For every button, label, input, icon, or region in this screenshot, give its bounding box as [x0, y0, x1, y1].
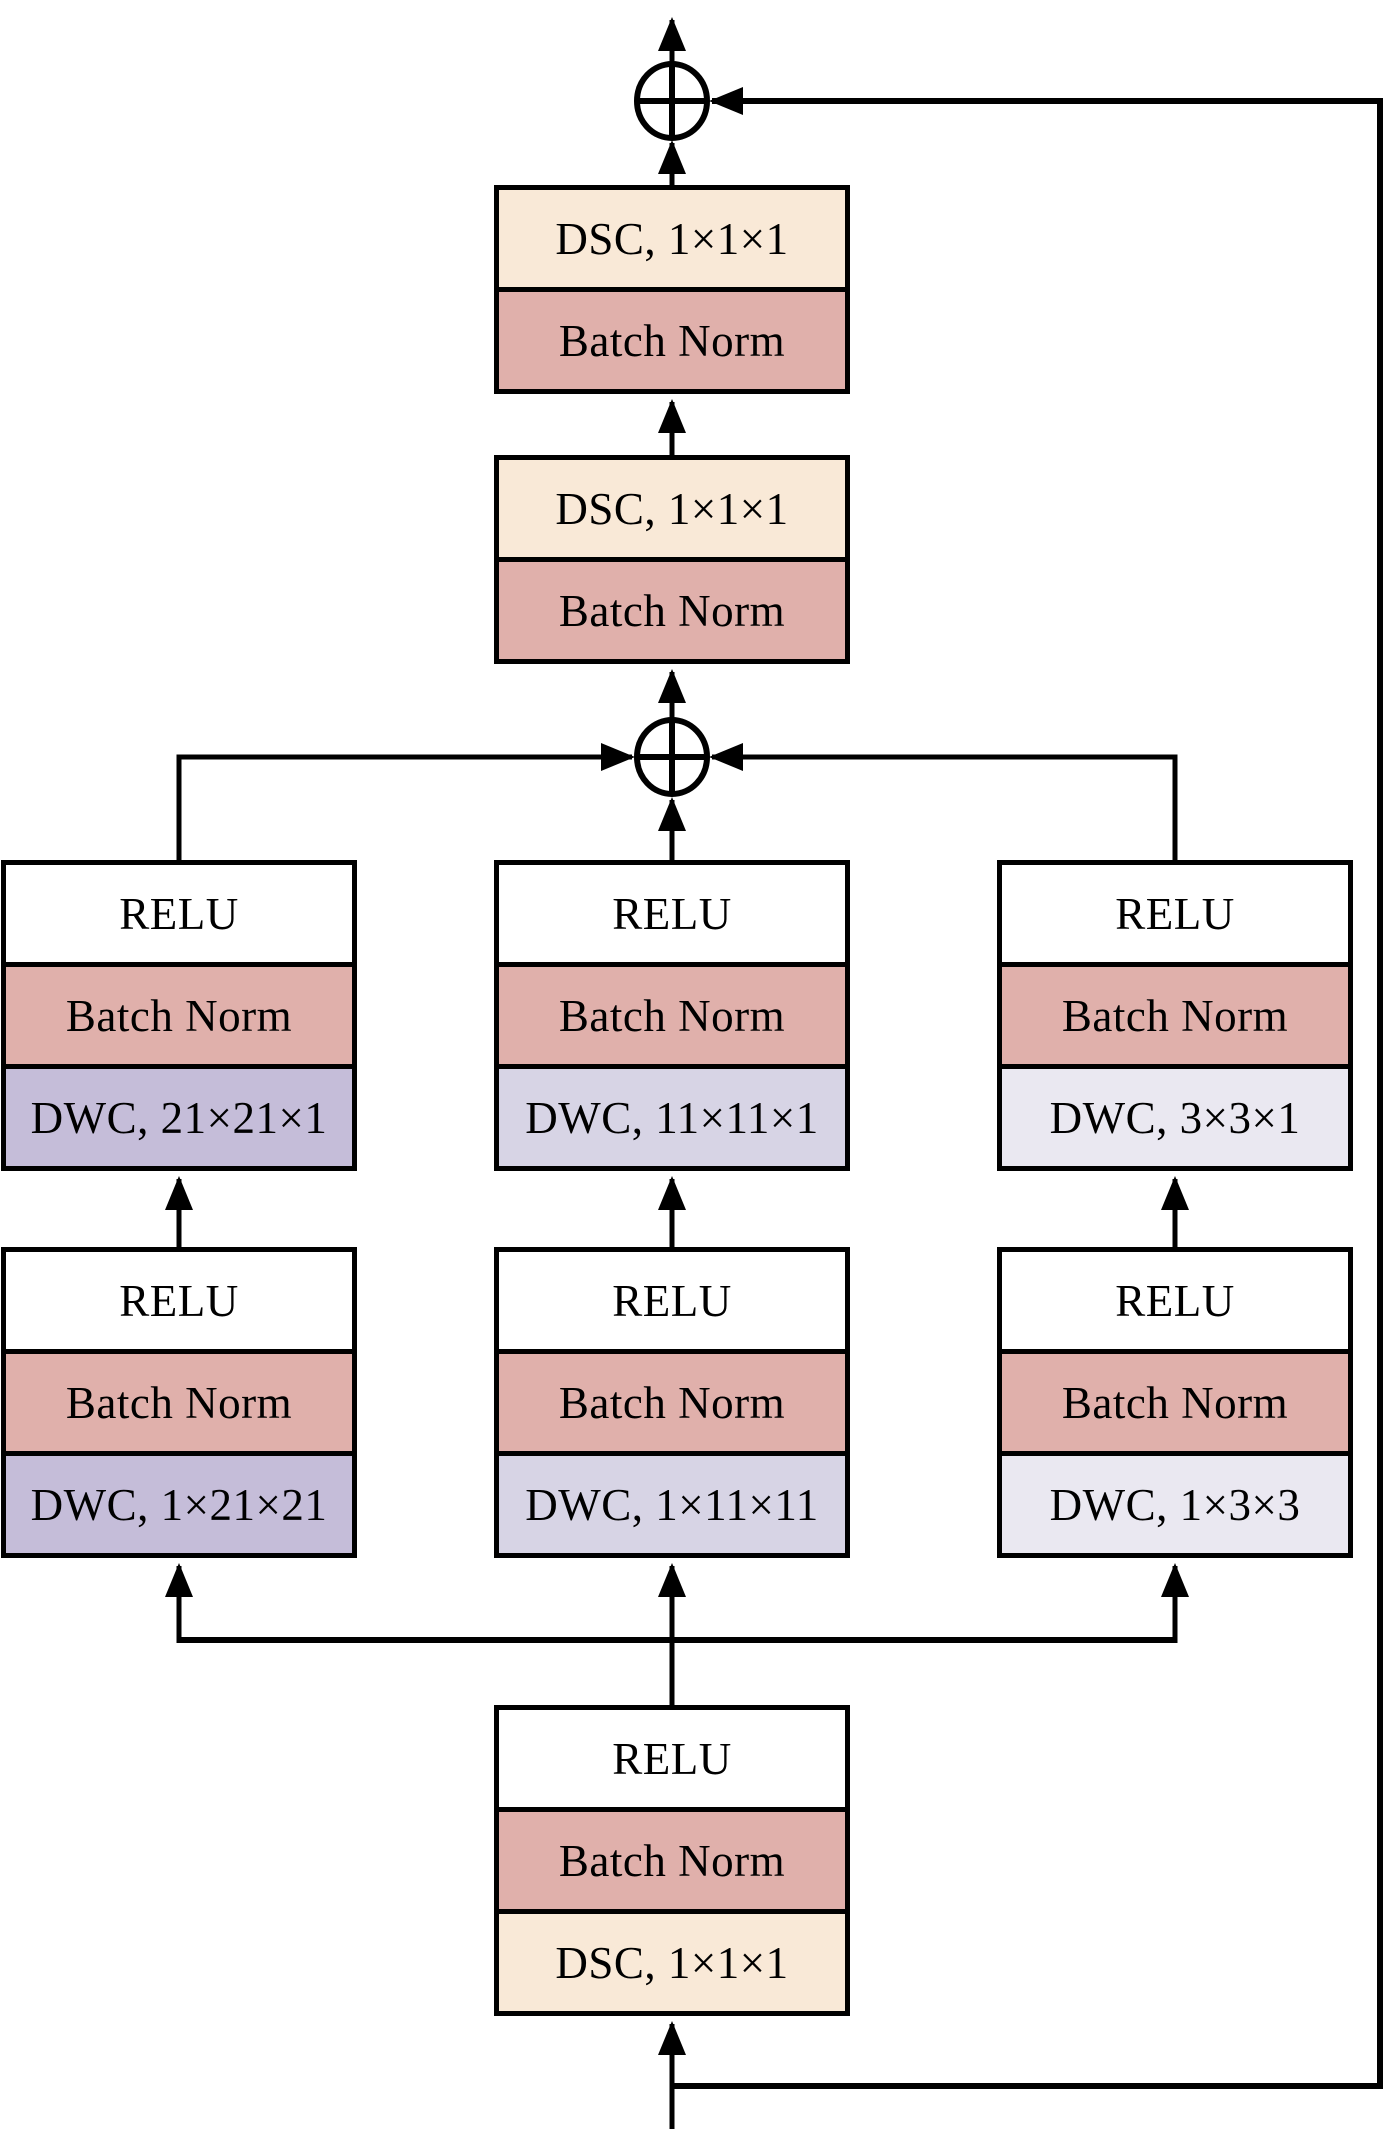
- layer-batch-norm: Batch Norm: [494, 962, 850, 1069]
- layer-batch-norm: Batch Norm: [494, 557, 850, 664]
- layer-batch-norm: Batch Norm: [997, 962, 1353, 1069]
- layer-dsc: DSC, 1×1×1: [494, 185, 850, 292]
- layer-relu: RELU: [494, 1705, 850, 1812]
- layer-batch-norm: Batch Norm: [1, 962, 357, 1069]
- sum-node-icon: [634, 61, 710, 141]
- layer-batch-norm: Batch Norm: [494, 1807, 850, 1914]
- layer-relu: RELU: [494, 860, 850, 967]
- sum-node-icon: [634, 669, 710, 797]
- stem-to-distribution-line: [165, 1563, 1189, 1705]
- layer-batch-norm: Batch Norm: [494, 1349, 850, 1456]
- layer-relu: RELU: [1, 1247, 357, 1354]
- skip-connection-line: [674, 87, 1383, 2089]
- layer-batch-norm: Batch Norm: [1, 1349, 357, 1456]
- block-branch11-upper: RELU Batch Norm DWC, 11×11×1: [494, 860, 850, 1171]
- layer-relu: RELU: [997, 860, 1353, 967]
- block-branch21-upper: RELU Batch Norm DWC, 21×21×1: [1, 860, 357, 1171]
- branch-merge-arrows: [176, 743, 1178, 860]
- layer-batch-norm: Batch Norm: [997, 1349, 1353, 1456]
- layer-dwc: DWC, 3×3×1: [997, 1064, 1353, 1171]
- layer-dsc: DSC, 1×1×1: [494, 455, 850, 562]
- block-head-top: DSC, 1×1×1 Batch Norm: [494, 185, 850, 394]
- block-branch3-upper: RELU Batch Norm DWC, 3×3×1: [997, 860, 1353, 1171]
- layer-batch-norm: Batch Norm: [494, 287, 850, 394]
- block-branch11-lower: RELU Batch Norm DWC, 1×11×11: [494, 1247, 850, 1558]
- layer-dwc: DWC, 1×3×3: [997, 1451, 1353, 1558]
- layer-dwc: DWC, 1×11×11: [494, 1451, 850, 1558]
- layer-dsc: DSC, 1×1×1: [494, 1909, 850, 2016]
- branch-stage-arrows: [165, 1176, 1189, 1247]
- layer-dwc: DWC, 21×21×1: [1, 1064, 357, 1171]
- block-branch3-lower: RELU Batch Norm DWC, 1×3×3: [997, 1247, 1353, 1558]
- block-input-stem: RELU Batch Norm DSC, 1×1×1: [494, 1705, 850, 2016]
- layer-dwc: DWC, 1×21×21: [1, 1451, 357, 1558]
- layer-relu: RELU: [494, 1247, 850, 1354]
- layer-relu: RELU: [997, 1247, 1353, 1354]
- layer-dwc: DWC, 11×11×1: [494, 1064, 850, 1171]
- block-branch21-lower: RELU Batch Norm DWC, 1×21×21: [1, 1247, 357, 1558]
- layer-relu: RELU: [1, 860, 357, 967]
- block-head-mid: DSC, 1×1×1 Batch Norm: [494, 455, 850, 664]
